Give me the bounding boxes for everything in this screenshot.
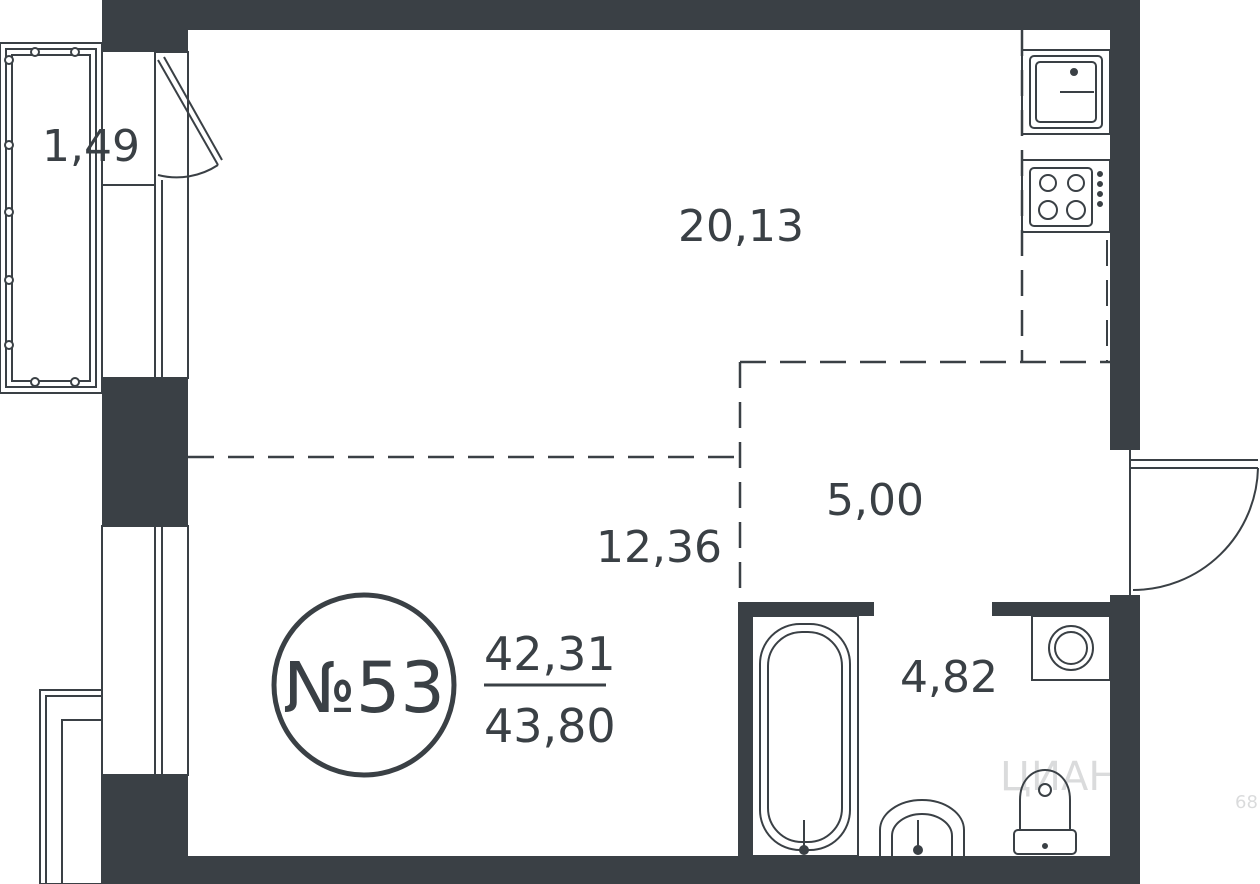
top-wall: [102, 0, 1140, 30]
left-wall-top: [102, 0, 188, 52]
bathroom-walls: [738, 602, 1117, 862]
left-pillar-middle: [102, 378, 188, 526]
hall-area-label: 5,00: [826, 475, 924, 526]
entrance-door: [1129, 450, 1259, 600]
toilet: [1013, 769, 1077, 855]
bottom-wall: [102, 856, 1140, 884]
bathtub: [751, 615, 859, 857]
washing-machine: [1031, 615, 1111, 681]
apartment-number-circle: [271, 592, 457, 778]
total-area: 43,80: [484, 699, 616, 753]
kitchen-zone-area-label: 12,36: [596, 522, 722, 573]
right-wall-upper: [1110, 0, 1140, 450]
watermark-text: ЦИАН: [1000, 754, 1118, 800]
lower-left-fixture: [39, 689, 103, 884]
main-room-area-label: 20,13: [678, 201, 804, 252]
left-pillar-bottom: [102, 775, 188, 884]
balcony: [0, 42, 103, 394]
balcony-door: [157, 56, 223, 179]
exterior-walls: [102, 0, 1140, 884]
bathroom-area-label: 4,82: [900, 652, 998, 703]
sink: [879, 799, 965, 856]
kitchen-counter: [1021, 49, 1111, 362]
watermark-id: 68: [1235, 792, 1258, 813]
zone-dividers: [188, 30, 1110, 600]
living-area: 42,31: [484, 627, 616, 681]
apartment-badge: №53 42,31 43,80: [271, 592, 616, 778]
right-wall-lower: [1110, 595, 1140, 884]
apartment-number: №53: [283, 647, 445, 729]
balcony-area-label: 1,49: [42, 121, 140, 172]
watermark: ЦИАН 68: [1000, 754, 1258, 813]
left-windows: [101, 51, 189, 776]
